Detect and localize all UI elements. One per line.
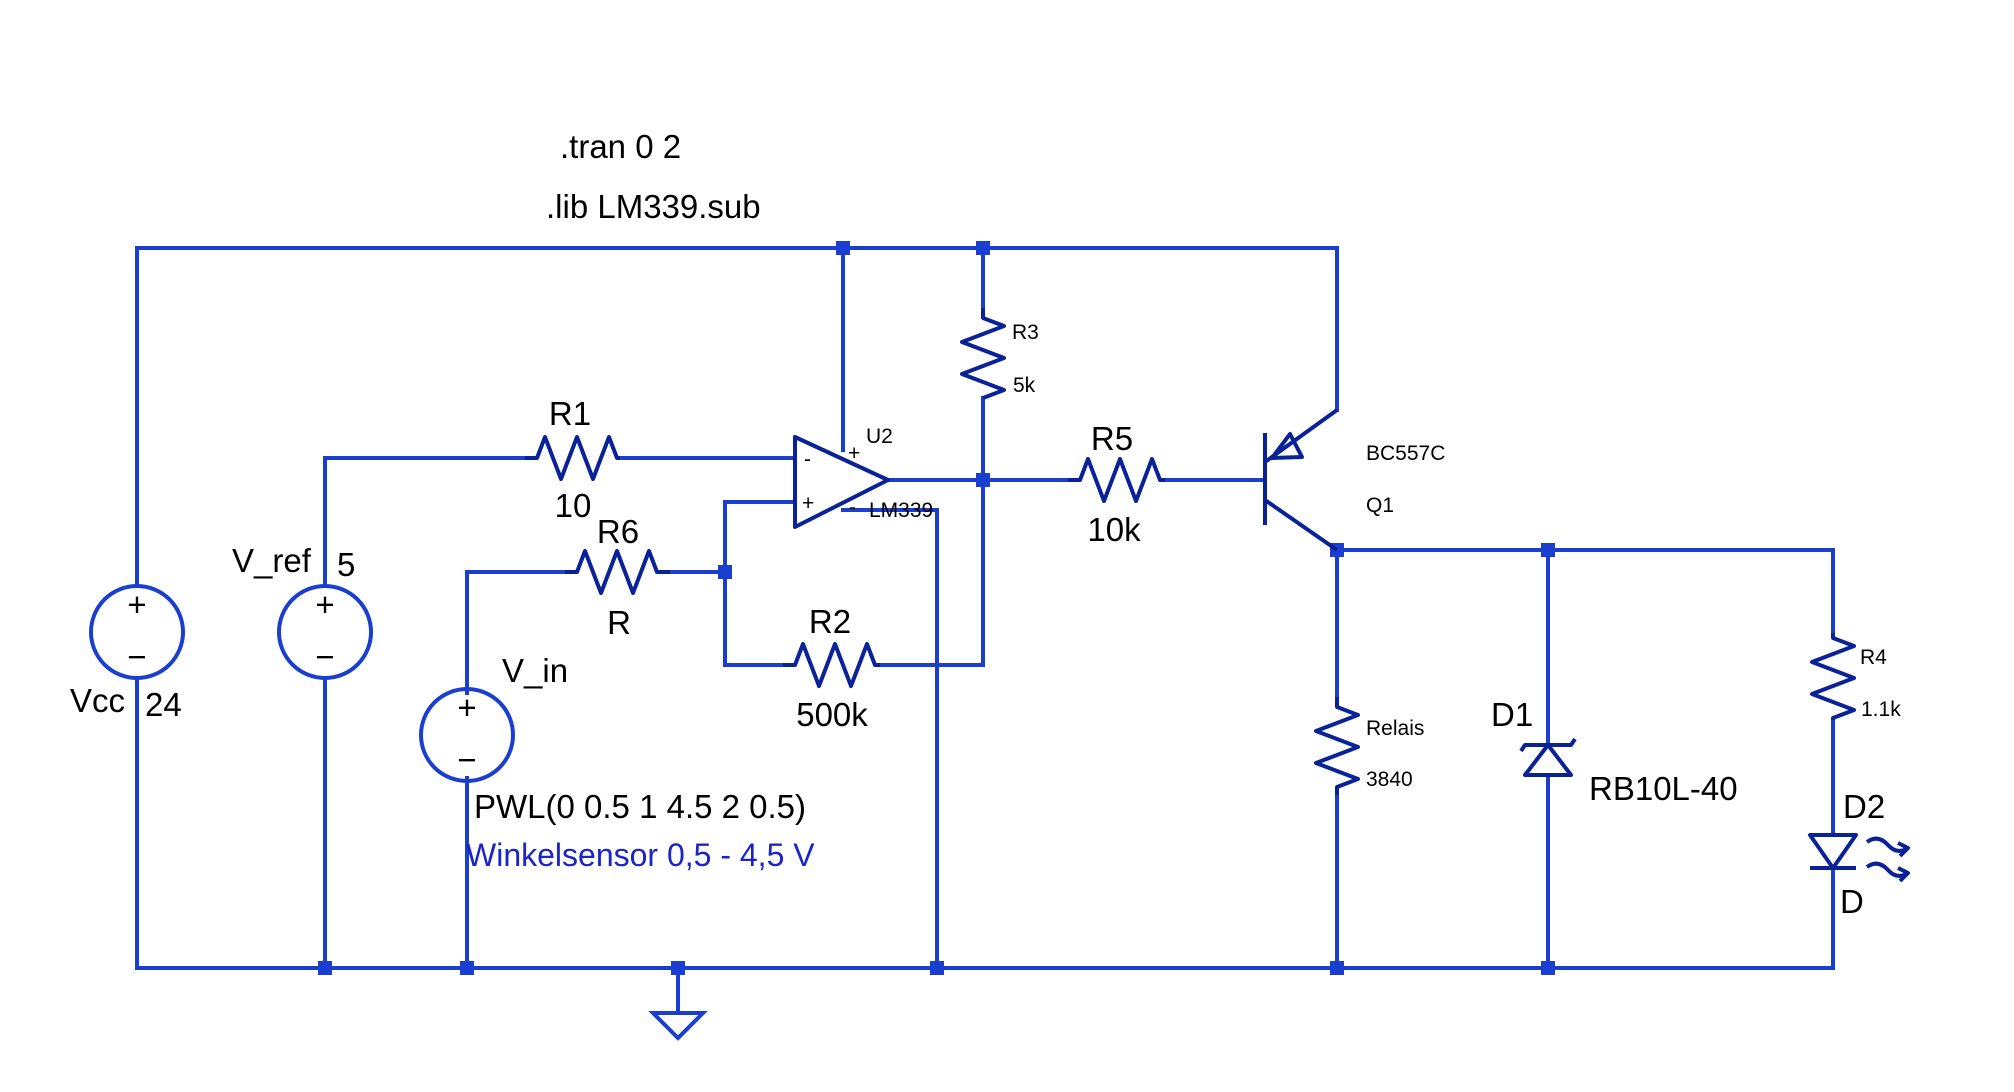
wire-r2-left[interactable] xyxy=(723,570,785,667)
resistor-relais[interactable] xyxy=(1314,697,1360,795)
r6-value-label: R xyxy=(607,604,631,641)
source-v-ref[interactable]: + − xyxy=(277,584,373,680)
d2-value-label: D xyxy=(1840,883,1864,920)
q1-name-label: Q1 xyxy=(1366,494,1394,517)
junction-dot xyxy=(976,241,990,255)
u2-value-label: LM339 xyxy=(869,499,933,522)
vcc-plus-sign: + xyxy=(127,586,146,623)
junction-dot xyxy=(318,961,332,975)
lib-directive[interactable]: .lib LM339.sub xyxy=(546,188,761,225)
wire-r2-right[interactable] xyxy=(878,478,985,667)
led-d2[interactable] xyxy=(1808,833,1910,883)
opamp-u2[interactable]: - + + - xyxy=(793,435,890,529)
r1-value-label: 10 xyxy=(555,487,592,524)
r5-name-label: R5 xyxy=(1091,420,1133,457)
vin-value-label: PWL(0 0.5 1 4.5 2 0.5) xyxy=(474,788,806,825)
source-vcc[interactable]: + − xyxy=(89,584,185,680)
relais-value-label: 3840 xyxy=(1366,768,1413,791)
resistor-r6[interactable] xyxy=(565,549,670,595)
vcc-minus-sign: − xyxy=(127,638,146,675)
vin-name-label: V_in xyxy=(502,652,568,689)
junction-dot xyxy=(1541,961,1555,975)
r6-name-label: R6 xyxy=(597,513,639,550)
vref-value-label: 5 xyxy=(337,546,355,583)
junction-dot xyxy=(930,961,944,975)
vcc-name-label: Vcc xyxy=(70,682,125,719)
light-emission-icon xyxy=(1865,836,1910,883)
opamp-supply-minus-sign: - xyxy=(849,496,856,519)
q1-value-label: BC557C xyxy=(1366,442,1445,465)
resistor-r3[interactable] xyxy=(960,308,1006,400)
opamp-noninverting-sign: + xyxy=(802,492,814,515)
junction-dot xyxy=(671,961,685,975)
tran-directive[interactable]: .tran 0 2 xyxy=(560,128,681,165)
source-v-in[interactable]: + − xyxy=(419,687,515,783)
junction-dot xyxy=(836,241,850,255)
r3-value-label: 5k xyxy=(1013,374,1036,397)
vref-minus-sign: − xyxy=(315,638,334,675)
d1-value-label: RB10L-40 xyxy=(1589,770,1738,807)
u2-name-label: U2 xyxy=(866,425,893,448)
wire-vin-top[interactable] xyxy=(465,570,567,695)
junction-dot xyxy=(718,565,732,579)
wire-u2-vminus[interactable] xyxy=(841,508,939,970)
junction-dot xyxy=(460,961,474,975)
r4-name-label: R4 xyxy=(1860,646,1887,669)
ground-symbol[interactable] xyxy=(648,1011,708,1041)
vin-plus-sign: + xyxy=(457,689,476,726)
r2-value-label: 500k xyxy=(796,696,868,733)
wire-node-to-noninv[interactable] xyxy=(723,500,797,667)
winkelsensor-comment: Winkelsensor 0,5 - 4,5 V xyxy=(466,837,815,873)
opamp-supply-plus-sign: + xyxy=(848,442,860,465)
diode-d1[interactable] xyxy=(1519,737,1577,777)
d1-name-label: D1 xyxy=(1491,696,1533,733)
vcc-value-label: 24 xyxy=(145,686,182,723)
transistor-q1[interactable] xyxy=(1263,408,1339,552)
resistor-r4[interactable] xyxy=(1810,633,1856,720)
vref-plus-sign: + xyxy=(315,586,334,623)
junction-dot xyxy=(1330,961,1344,975)
wire-vref-top[interactable] xyxy=(323,456,527,587)
r4-value-label: 1.1k xyxy=(1861,698,1901,721)
r5-value-label: 10k xyxy=(1087,511,1141,548)
resistor-r2[interactable] xyxy=(783,642,880,688)
wires xyxy=(135,246,1835,1015)
junctions xyxy=(318,241,1555,975)
opamp-inverting-sign: - xyxy=(804,448,811,471)
r1-name-label: R1 xyxy=(549,395,591,432)
resistor-r5[interactable] xyxy=(1068,457,1165,503)
relais-name-label: Relais xyxy=(1366,717,1424,740)
r2-name-label: R2 xyxy=(809,603,851,640)
vref-name-label: V_ref xyxy=(232,542,312,579)
resistor-r1[interactable] xyxy=(525,435,620,481)
vin-minus-sign: − xyxy=(457,741,476,778)
r3-name-label: R3 xyxy=(1012,321,1039,344)
junction-dot xyxy=(976,473,990,487)
junction-dot xyxy=(1541,543,1555,557)
d2-name-label: D2 xyxy=(1843,788,1885,825)
